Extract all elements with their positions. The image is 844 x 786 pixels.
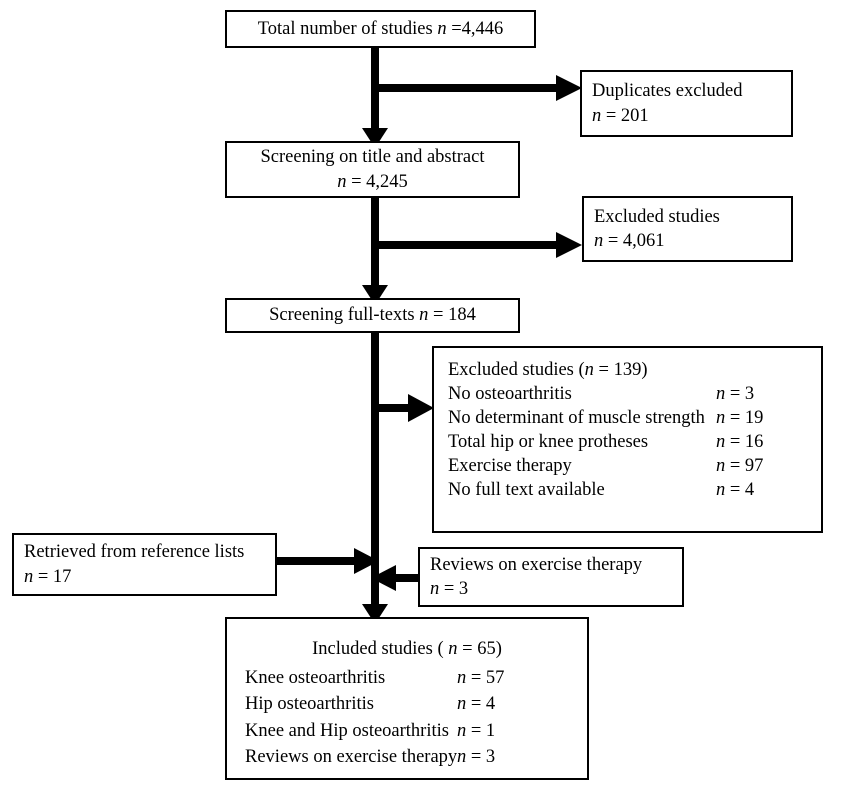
excluded-detail-row-count: n = 19	[716, 406, 763, 430]
included-studies-row-n-value: = 3	[470, 746, 496, 767]
excluded-detail-row-n-value: = 19	[729, 408, 764, 429]
reviews-exercise-therapy-count: n = 3	[420, 577, 682, 601]
included-studies-list: Knee osteoarthritis n = 57 Hip osteoarth…	[227, 661, 587, 770]
node-screening-title-abstract: Screening on title and abstract n = 4,24…	[225, 141, 520, 198]
included-studies-header: Included studies ( n = 65)	[227, 637, 587, 661]
retrieved-n-symbol: n	[24, 566, 34, 587]
excluded-detail-header-value: = 139)	[598, 360, 648, 380]
screening-full-texts-label: Screening full-texts	[269, 305, 415, 326]
retrieved-reference-lists-count: n = 17	[14, 565, 275, 589]
excluded-detail-row-n-symbol: n	[716, 408, 726, 429]
screening-title-n-symbol: n	[337, 171, 347, 192]
excluded-detail-row-label: No full text available	[448, 480, 605, 501]
duplicates-n-value: = 201	[605, 105, 649, 126]
branch-excluded-studies	[375, 232, 582, 258]
excluded-detail-row-n-symbol: n	[716, 456, 726, 477]
screening-full-texts-n-symbol: n	[419, 305, 429, 326]
excluded-studies-n-symbol: n	[594, 231, 604, 251]
inflow-reviews	[371, 565, 418, 591]
included-studies-row-n-symbol: n	[457, 668, 467, 689]
node-excluded-detail: Excluded studies ( n = 139) No osteoarth…	[432, 346, 823, 533]
excluded-detail-row: Total hip or knee protheses n = 16	[448, 430, 821, 454]
excluded-detail-row-count: n = 97	[716, 454, 763, 478]
node-screening-full-texts: Screening full-texts n = 184	[225, 298, 520, 333]
included-studies-row-n-symbol: n	[457, 720, 467, 741]
excluded-detail-row-label: Exercise therapy	[448, 456, 572, 477]
screening-title-count: n = 4,245	[227, 170, 518, 194]
included-studies-row-n-symbol: n	[457, 746, 467, 767]
included-studies-row-label: Hip osteoarthritis	[245, 694, 374, 715]
excluded-detail-row: No full text available n = 4	[448, 478, 821, 502]
reviews-exercise-therapy-label: Reviews on exercise therapy	[430, 554, 643, 575]
included-studies-header-label: Included studies (	[312, 639, 444, 659]
node-total-studies: Total number of studies n =4,446	[225, 10, 536, 48]
excluded-detail-row-n-value: = 16	[729, 432, 764, 453]
included-studies-row-count: n = 57	[457, 665, 504, 691]
screening-title-label: Screening on title and abstract	[260, 147, 485, 168]
excluded-detail-row-label: Total hip or knee protheses	[448, 432, 649, 453]
included-studies-header-value: = 65)	[462, 639, 502, 659]
excluded-detail-header: Excluded studies ( n = 139)	[448, 358, 821, 382]
excluded-detail-header-n-symbol: n	[584, 360, 594, 380]
excluded-detail-row-n-symbol: n	[716, 384, 726, 405]
excluded-detail-row-n-value: = 3	[729, 384, 755, 405]
node-excluded-studies: Excluded studies n = 4,061	[582, 196, 793, 262]
included-studies-row: Knee and Hip osteoarthritis n = 1	[245, 718, 587, 744]
node-reviews-exercise-therapy: Reviews on exercise therapy n = 3	[418, 547, 684, 607]
node-duplicates-excluded: Duplicates excluded n = 201	[580, 70, 793, 137]
included-studies-row-n-symbol: n	[457, 694, 467, 715]
total-studies-text: Total number of studies n =4,446	[227, 17, 534, 41]
excluded-detail-row-label: No osteoarthritis	[448, 384, 572, 405]
included-studies-row-count: n = 4	[457, 691, 495, 717]
total-studies-n-value: =4,446	[451, 18, 504, 39]
duplicates-excluded-count: n = 201	[582, 104, 791, 128]
node-retrieved-reference-lists: Retrieved from reference lists n = 17	[12, 533, 277, 596]
included-studies-row: Knee osteoarthritis n = 57	[245, 665, 587, 691]
branch-duplicates	[375, 75, 582, 101]
branch-excluded-detail	[375, 394, 434, 422]
included-studies-row-n-value: = 4	[470, 694, 496, 715]
excluded-detail-row: No osteoarthritis n = 3	[448, 382, 821, 406]
included-studies-row-label: Reviews on exercise therapy	[245, 746, 458, 767]
retrieved-reference-lists-label: Retrieved from reference lists	[24, 542, 245, 563]
screening-full-texts-n-value: = 184	[433, 305, 476, 326]
reviews-n-symbol: n	[430, 579, 440, 599]
retrieved-n-value: = 17	[37, 566, 72, 587]
excluded-detail-row-n-value: = 4	[729, 480, 755, 501]
excluded-detail-row-n-symbol: n	[716, 480, 726, 501]
included-studies-row-count: n = 3	[457, 744, 495, 770]
included-studies-row-label: Knee osteoarthritis	[245, 668, 386, 689]
included-studies-row-label: Knee and Hip osteoarthritis	[245, 720, 449, 741]
excluded-detail-row-count: n = 16	[716, 430, 763, 454]
duplicates-n-symbol: n	[592, 105, 602, 126]
excluded-detail-row-label: No determinant of muscle strength	[448, 408, 705, 429]
screening-title-n-value: = 4,245	[351, 171, 408, 192]
included-studies-row-count: n = 1	[457, 718, 495, 744]
excluded-detail-row: No determinant of muscle strength n = 19	[448, 406, 821, 430]
screening-full-texts-text: Screening full-texts n = 184	[227, 303, 518, 327]
included-studies-row-n-value: = 57	[470, 668, 505, 689]
duplicates-excluded-label: Duplicates excluded	[592, 81, 743, 102]
excluded-detail-row-n-symbol: n	[716, 432, 726, 453]
excluded-detail-row-n-value: = 97	[729, 456, 764, 477]
included-studies-row: Hip osteoarthritis n = 4	[245, 691, 587, 717]
excluded-detail-row-count: n = 4	[716, 478, 754, 502]
total-studies-label: Total number of studies	[257, 18, 433, 39]
included-studies-row-n-value: = 1	[470, 720, 496, 741]
excluded-studies-count: n = 4,061	[584, 229, 791, 253]
excluded-detail-row-count: n = 3	[716, 382, 754, 406]
trunk-arrowheads	[362, 128, 388, 624]
excluded-studies-label: Excluded studies	[594, 206, 720, 227]
included-studies-header-n-symbol: n	[448, 639, 458, 659]
excluded-detail-row: Exercise therapy n = 97	[448, 454, 821, 478]
included-studies-row: Reviews on exercise therapy n = 3	[245, 744, 587, 770]
reviews-n-value: = 3	[443, 579, 469, 599]
node-included-studies: Included studies ( n = 65) Knee osteoart…	[225, 617, 589, 780]
excluded-detail-list: Excluded studies ( n = 139) No osteoarth…	[434, 358, 821, 502]
excluded-studies-n-value: = 4,061	[607, 231, 665, 251]
inflow-retrieved	[277, 548, 379, 574]
total-studies-n-symbol: n	[437, 18, 447, 39]
excluded-detail-header-label: Excluded studies (	[448, 360, 585, 380]
